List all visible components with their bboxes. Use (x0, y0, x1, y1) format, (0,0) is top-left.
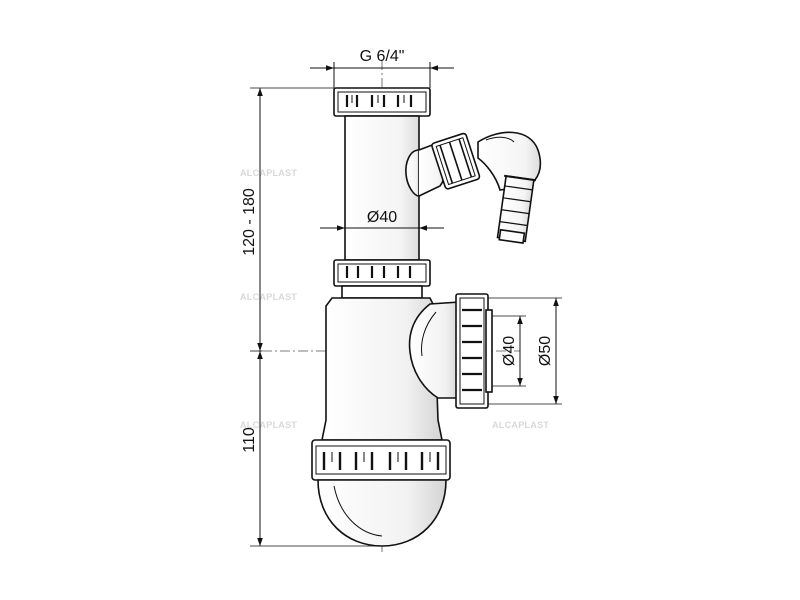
bottom-cup (317, 479, 447, 547)
dimension-lines (250, 62, 562, 547)
outlet-nut (455, 293, 493, 409)
side-inlet-branch (405, 131, 542, 244)
watermark-text: ALCAPLAST (240, 292, 297, 302)
outlet-stub (408, 301, 461, 399)
top-nut (333, 87, 431, 117)
vertical-tube (344, 115, 420, 261)
thread-size-label: G 6/4" (360, 48, 405, 65)
outlet-inner-diameter-label: Ø40 (501, 336, 518, 366)
bottom-nut (311, 439, 451, 481)
tube-diameter-label: Ø40 (367, 209, 397, 226)
watermark-text: ALCAPLAST (492, 420, 549, 430)
hose-barb (496, 174, 536, 244)
height-upper-label: 120 - 180 (241, 188, 258, 256)
siphon-body (311, 87, 542, 547)
dimension-labels: G 6/4" Ø40 120 - 180 110 Ø40 Ø50 (241, 48, 554, 453)
height-lower-label: 110 (241, 427, 258, 453)
middle-nut-collar (341, 285, 423, 299)
watermark-text: ALCAPLAST (240, 168, 297, 178)
watermark-text: ALCAPLAST (240, 420, 297, 430)
outlet-outer-diameter-label: Ø50 (537, 336, 554, 366)
middle-nut (333, 259, 431, 287)
